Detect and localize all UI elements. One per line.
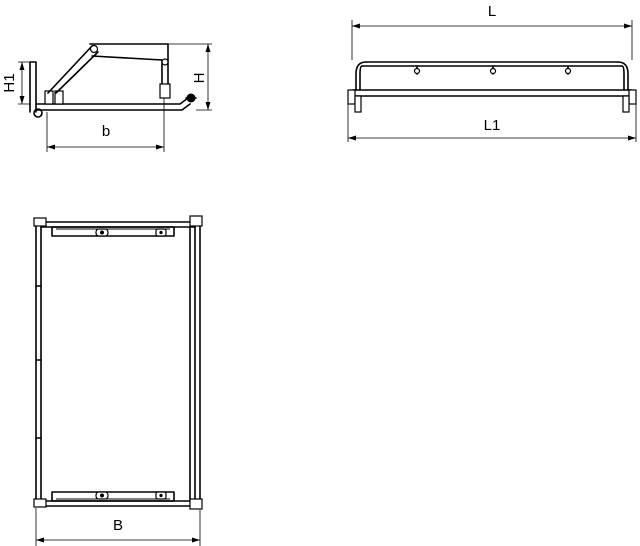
dimension-l1: L1 xyxy=(347,104,637,142)
label-h: H xyxy=(191,73,208,84)
label-h1: H1 xyxy=(1,73,18,92)
dimension-b: b xyxy=(46,98,165,152)
dimension-h: H xyxy=(168,43,212,111)
label-b-width: B xyxy=(113,517,123,534)
label-l1: L1 xyxy=(484,117,501,134)
dimension-b-width: B xyxy=(35,508,201,546)
top-view xyxy=(33,215,203,510)
dimension-h1: H1 xyxy=(1,61,30,105)
label-b: b xyxy=(102,123,110,140)
side-view xyxy=(29,43,197,118)
dimension-l: L xyxy=(351,3,633,60)
label-l: L xyxy=(488,3,496,20)
front-view xyxy=(347,61,637,113)
